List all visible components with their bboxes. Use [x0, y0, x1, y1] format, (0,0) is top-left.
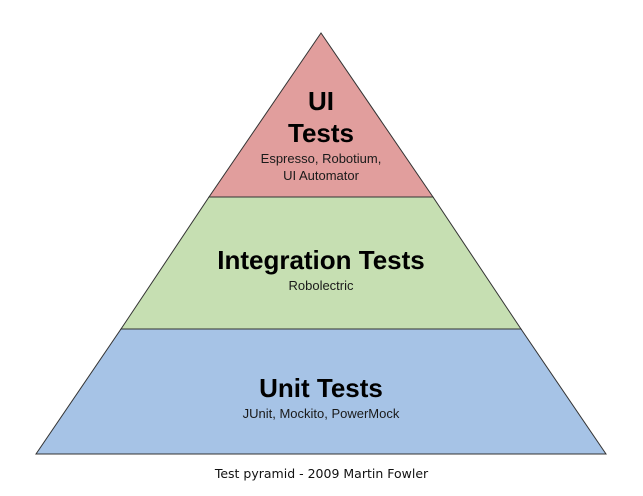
diagram-caption: Test pyramid - 2009 Martin Fowler: [214, 466, 429, 481]
tier-integration-tests: Integration Tests Robolectric: [120, 196, 522, 330]
tier-unit-tools: JUnit, Mockito, PowerMock: [243, 406, 400, 421]
tier-ui-tools-line-1: Espresso, Robotium,: [261, 151, 382, 166]
tier-unit-tests: Unit Tests JUnit, Mockito, PowerMock: [35, 328, 607, 455]
tier-ui-title-line-2: Tests: [288, 118, 354, 148]
tier-integration-tools: Robolectric: [288, 278, 354, 293]
tier-ui-title-line-1: UI: [308, 86, 334, 116]
tier-integration-title: Integration Tests: [217, 245, 425, 275]
tier-unit-shape: [35, 328, 607, 455]
tier-ui-tests: UI Tests Espresso, Robotium, UI Automato…: [208, 32, 434, 198]
tier-ui-tools-line-2: UI Automator: [283, 168, 360, 183]
tier-unit-title: Unit Tests: [259, 373, 383, 403]
